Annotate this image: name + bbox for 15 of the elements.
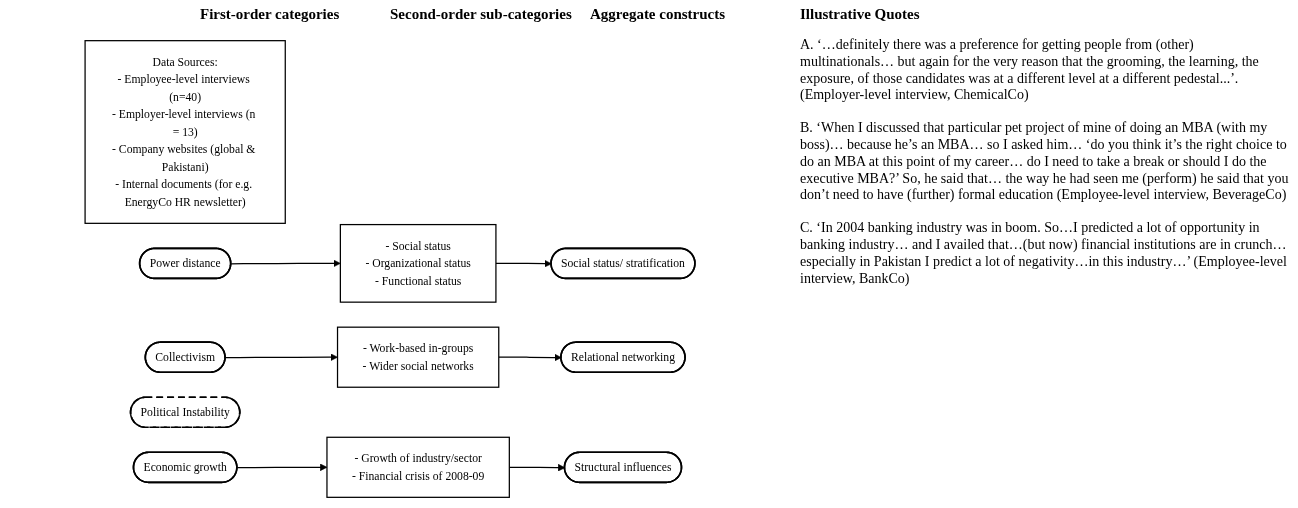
arrow bbox=[230, 259, 341, 268]
node-box: - Social status - Organizational status - Functional status bbox=[339, 223, 497, 303]
quote-paragraph: B. ‘When I discussed that particular pet project of mine of doing an MBA (with my boss)… because he’s an MBA… so I asked him… ‘do you think it’s the right choice to do an MBA at this point of my career… do I need to take a break or should I do the executive MBA?’ So, he said that… the way he had seen me (perform) he said that you don’t need to have (further) formal education (Employee-level interview, BeverageCo) bbox=[800, 120, 1290, 205]
arrow bbox=[495, 260, 552, 268]
column-heading: Illustrative Quotes bbox=[800, 6, 921, 23]
quote-paragraph: A. ‘…definitely there was a preference for getting people from (other) multinationals… but again for the very reason that the grooming, the learning, the exposure, of those candidates was at a different level at a different pedestal...’. (Employer-level interview, ChemicalCo) bbox=[800, 37, 1260, 105]
arrow bbox=[498, 353, 562, 362]
node-box: - Growth of industry/sector - Financial crisis of 2008-09 bbox=[326, 436, 510, 498]
column-heading: First-order categories bbox=[200, 6, 340, 23]
column-heading: Second-order sub-categories bbox=[390, 6, 572, 23]
column-heading: Aggregate constructs bbox=[590, 6, 726, 23]
node-box: Data Sources: - Employee-level interviews (n=40) - Employer-level interviews (n = 13) - Company websites (global & Pakistani) - Internal documents (for e.g. EnergyCo HR newsletter) bbox=[84, 40, 286, 224]
quote-paragraph: C. ‘In 2004 banking industry was in boom. So…I predicted a lot of opportunity in banking industry… and I availed that…(but now) financial institutions are in crunch… especially in Pakistan I predict a lot of negativity…in this industry…’ (Employee-level interview, BankCo) bbox=[800, 220, 1288, 288]
arrow bbox=[224, 353, 338, 361]
node-box: - Work-based in-groups - Wider social networks bbox=[336, 326, 500, 388]
